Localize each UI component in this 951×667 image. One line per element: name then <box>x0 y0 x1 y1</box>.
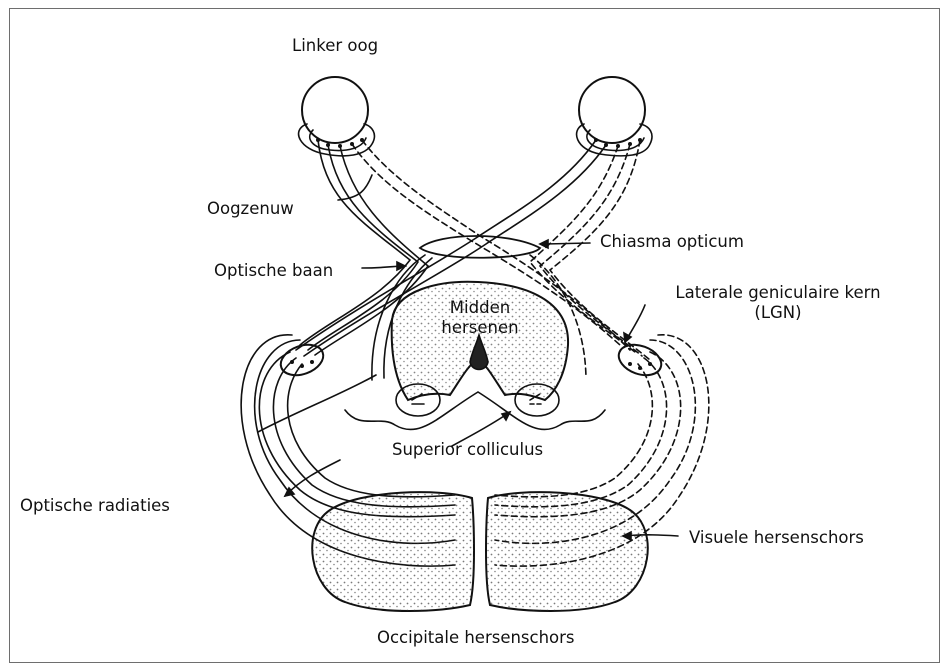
label-lgn-line1: Laterale geniculaire kern <box>656 283 900 303</box>
label-left-eye: Linker oog <box>292 36 378 56</box>
label-midbrain-line1: Midden <box>430 298 530 318</box>
label-optic-tract: Optische baan <box>214 261 333 281</box>
label-midbrain: Midden hersenen <box>430 298 530 338</box>
label-visual-cortex: Visuele hersenschors <box>689 528 864 548</box>
label-lgn: Laterale geniculaire kern (LGN) <box>656 283 900 323</box>
label-optic-chiasm: Chiasma opticum <box>600 232 744 252</box>
label-optic-nerve: Oogzenuw <box>207 199 294 219</box>
brainstem-contour <box>345 392 605 430</box>
label-lgn-line2: (LGN) <box>656 303 900 323</box>
label-optic-radiations: Optische radiaties <box>20 496 170 516</box>
right-eye <box>577 77 652 156</box>
label-superior-colliculus: Superior colliculus <box>392 440 543 460</box>
label-midbrain-line2: hersenen <box>430 318 530 338</box>
left-eye <box>299 77 375 156</box>
label-occipital-cortex: Occipitale hersenschors <box>377 628 575 648</box>
